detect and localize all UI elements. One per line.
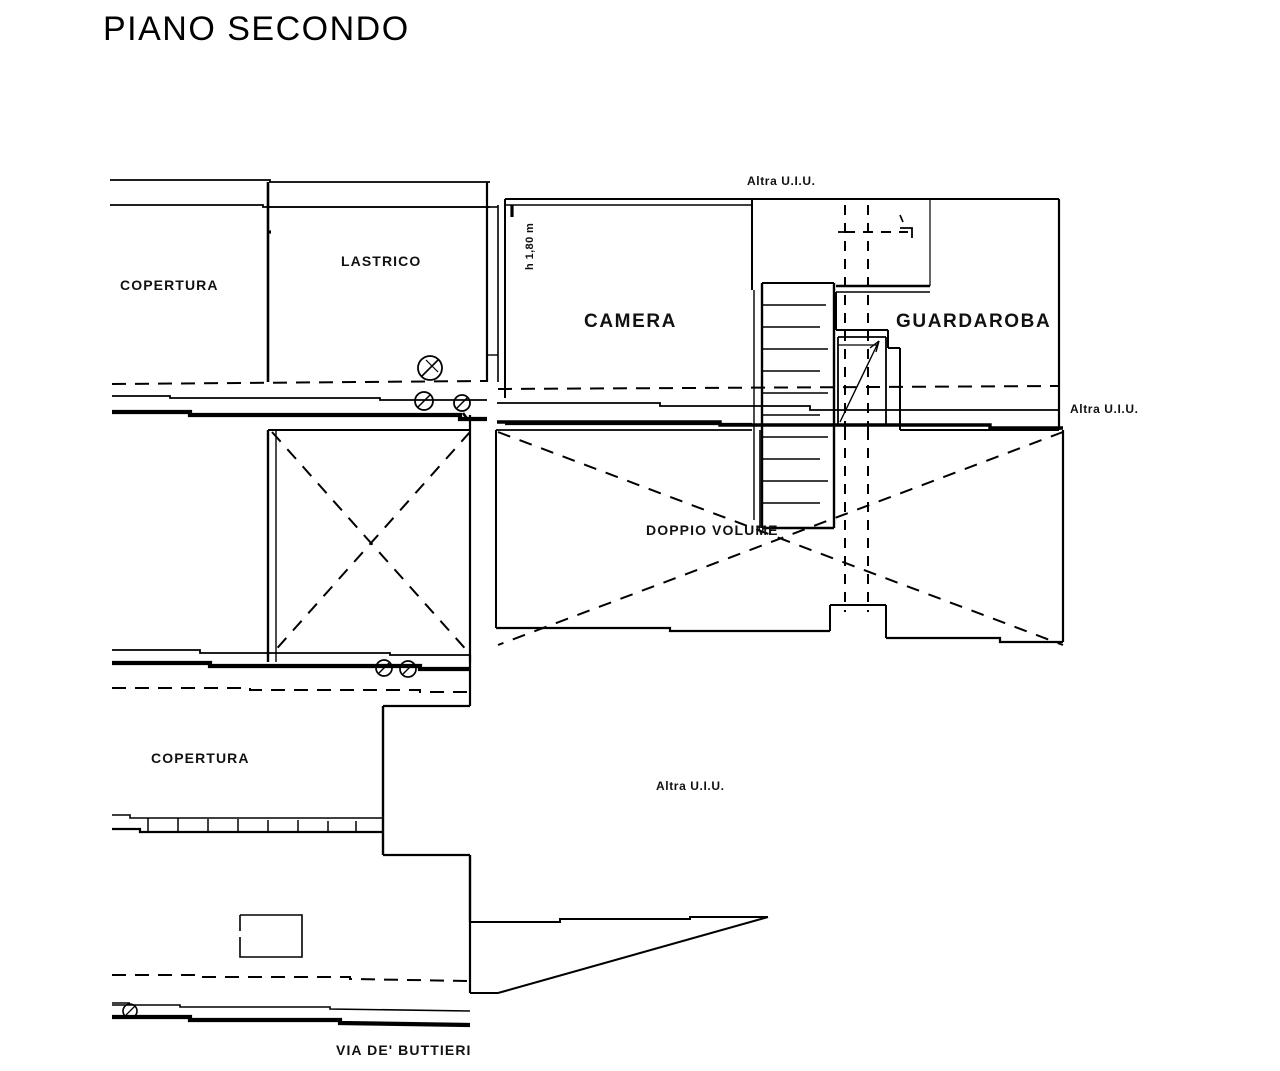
door-jamb-marks [268, 205, 514, 421]
stair-steps [762, 304, 828, 504]
vent-marker-street [122, 1003, 138, 1019]
annotation-street-name: VIA DE' BUTTIERI [336, 1042, 472, 1058]
copertura-upper-roof-lines [110, 179, 490, 208]
roof-ledge-steps [112, 814, 383, 834]
vent-marker-lower-b [399, 660, 417, 678]
vent-marker-small-a [414, 391, 434, 411]
void-cross-left [271, 431, 471, 655]
mid-wall-band-lower [112, 649, 470, 693]
vent-marker-group-lower [375, 659, 417, 678]
annotation-altra-uiu-bottom: Altra U.I.U. [656, 779, 725, 793]
room-label-guardaroba: GUARDAROBA [896, 311, 1052, 332]
room-label-copertura-upper: COPERTURA [120, 277, 219, 293]
vent-marker-lower-a [375, 659, 393, 677]
lastrico-walls [266, 182, 499, 382]
annotation-altra-uiu-top: Altra U.I.U. [747, 174, 816, 188]
copertura-lower-walls [381, 655, 472, 922]
vent-marker-group [414, 355, 471, 412]
stair-direction-arrow [839, 340, 880, 423]
guardaroba-outer-walls [760, 198, 1061, 431]
vent-marker-small-b [453, 394, 471, 412]
annotation-altra-uiu-right: Altra U.I.U. [1070, 402, 1139, 416]
lastrico-right-notch [468, 206, 498, 430]
left-void-walls [266, 429, 472, 662]
doppio-volume-walls [495, 429, 1065, 644]
street-boundary-bands [112, 974, 471, 1028]
wardrobe-closet-box [837, 336, 887, 426]
small-rectangle-detail [239, 914, 303, 958]
shaft-corner-hooks [838, 214, 913, 238]
room-label-lastrico: LASTRICO [341, 253, 422, 269]
page-title: PIANO SECONDO [103, 10, 410, 48]
roof-projection-dashed-upper [111, 380, 1061, 390]
room-label-camera: CAMERA [584, 311, 677, 332]
annotation-ceiling-height: h 1,80 m [524, 222, 536, 270]
staircase [753, 282, 836, 530]
room-label-copertura-lower: COPERTURA [151, 750, 250, 766]
vent-marker-large [417, 355, 443, 381]
shaft-dashed-lines [844, 205, 908, 612]
camera-room-walls [504, 198, 760, 426]
room-label-doppio-volume: DOPPIO VOLUME [646, 522, 779, 538]
void-cross-right [497, 431, 1064, 646]
bottom-roof-wedge [468, 916, 769, 994]
